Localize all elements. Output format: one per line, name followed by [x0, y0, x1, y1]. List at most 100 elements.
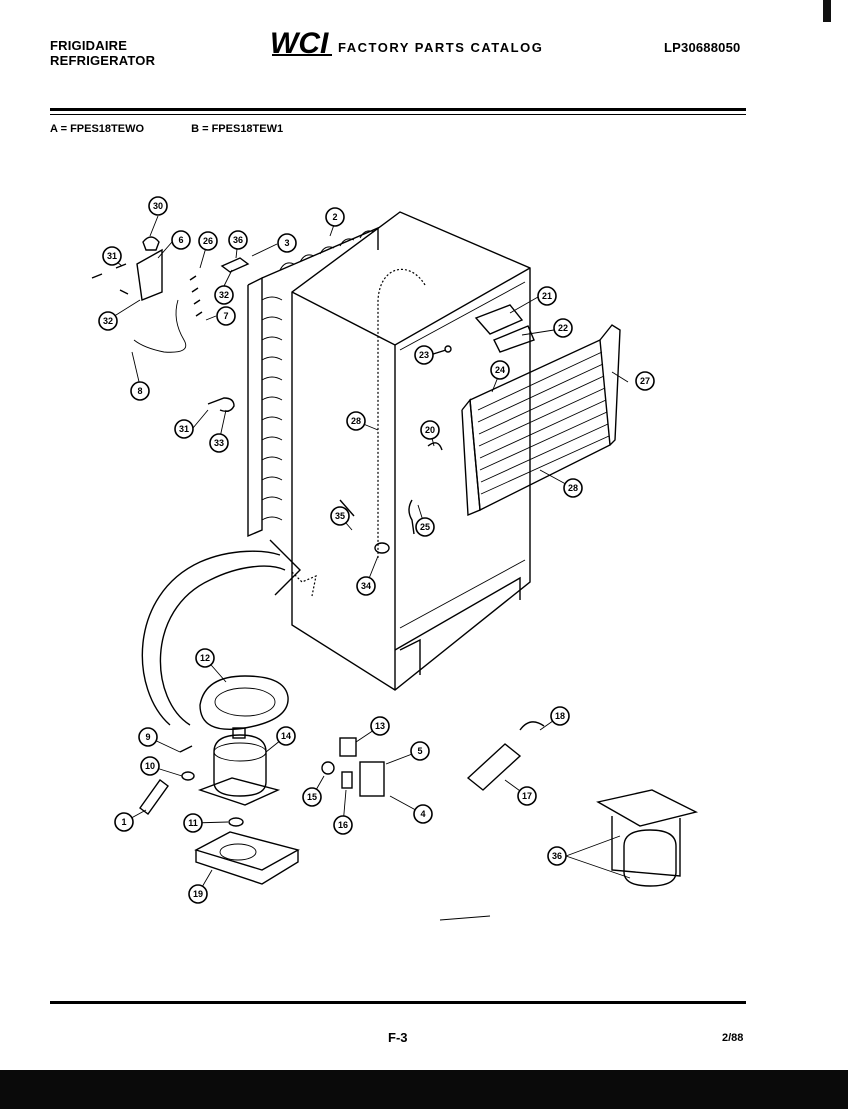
callout-34: 34: [356, 576, 376, 596]
callout-27: 27: [635, 371, 655, 391]
svg-text:2: 2: [332, 212, 337, 222]
compressor-base: [194, 831, 300, 885]
header-rule-thin: [50, 114, 746, 115]
svg-text:36: 36: [233, 235, 243, 245]
evaporator-cover-part: [429, 304, 535, 356]
callout-30: 30: [148, 196, 168, 216]
callout-19: 19: [188, 884, 208, 904]
page-number: F-3: [388, 1030, 408, 1045]
scan-edge-mark: [823, 0, 831, 22]
catalog-date: 2/88: [722, 1032, 744, 1044]
model-legend: A = FPES18TEWO B = FPES18TEW1: [50, 123, 327, 135]
catalog-code: LP30688050: [664, 40, 741, 55]
footer-rule: [50, 1001, 746, 1004]
callout-20: 20: [420, 420, 440, 440]
svg-text:19: 19: [193, 889, 203, 899]
callout-10: 10: [140, 756, 160, 776]
svg-text:24: 24: [495, 365, 505, 375]
fan-bracket: [466, 721, 545, 791]
svg-text:31: 31: [179, 424, 189, 434]
svg-text:28: 28: [568, 483, 578, 493]
svg-text:8: 8: [137, 386, 142, 396]
callout-16: 16: [333, 815, 353, 835]
svg-text:6: 6: [178, 235, 183, 245]
callout-28-right: 28: [563, 478, 583, 498]
callout-31-lower: 31: [174, 419, 194, 439]
callout-15: 15: [302, 787, 322, 807]
callout-11: 11: [183, 813, 203, 833]
brand-block: FRIGIDAIRE REFRIGERATOR: [50, 38, 155, 68]
callout-17: 17: [517, 786, 537, 806]
condenser-coil: [247, 226, 379, 538]
scan-bottom-band: [0, 1070, 848, 1109]
callout-3: 3: [277, 233, 297, 253]
svg-text:32: 32: [103, 316, 113, 326]
callout-26: 26: [198, 231, 218, 251]
svg-text:14: 14: [281, 731, 291, 741]
callout-8: 8: [130, 381, 150, 401]
callout-13: 13: [370, 716, 390, 736]
brand-line-1: FRIGIDAIRE: [50, 38, 128, 53]
svg-text:36: 36: [552, 851, 562, 861]
svg-text:26: 26: [203, 236, 213, 246]
svg-text:31: 31: [107, 251, 117, 261]
callout-32-left: 32: [98, 311, 118, 331]
svg-text:28: 28: [351, 416, 361, 426]
svg-text:35: 35: [335, 511, 345, 521]
model-a: A = FPES18TEWO: [50, 123, 145, 135]
scan-mark: [439, 915, 491, 921]
drain-pan: [199, 675, 289, 730]
wci-logo: WCI: [270, 28, 332, 58]
callout-24: 24: [490, 360, 510, 380]
svg-text:5: 5: [417, 746, 422, 756]
svg-text:22: 22: [558, 323, 568, 333]
drain-pan-arrow: [141, 539, 317, 726]
callout-1: 1: [114, 812, 134, 832]
svg-text:25: 25: [420, 522, 430, 532]
refrigerator-cabinet: [291, 211, 531, 691]
callout-31-top: 31: [102, 246, 122, 266]
callout-6: 6: [171, 230, 191, 250]
svg-text:15: 15: [307, 792, 317, 802]
callout-22: 22: [553, 318, 573, 338]
callout-36-top: 36: [228, 230, 248, 250]
callout-33: 33: [209, 433, 229, 453]
svg-text:9: 9: [145, 732, 150, 742]
svg-text:12: 12: [200, 653, 210, 663]
model-b: B = FPES18TEW1: [191, 123, 284, 135]
callout-4: 4: [413, 804, 433, 824]
svg-text:21: 21: [542, 291, 552, 301]
callout-12: 12: [195, 648, 215, 668]
svg-text:3: 3: [284, 238, 289, 248]
callout-2: 2: [325, 207, 345, 227]
callout-21: 21: [537, 286, 557, 306]
evaporator-assembly: [461, 324, 621, 517]
svg-text:4: 4: [420, 809, 425, 819]
callout-36-bottom: 36: [547, 846, 567, 866]
svg-text:20: 20: [425, 425, 435, 435]
svg-text:34: 34: [361, 581, 371, 591]
callout-23: 23: [414, 345, 434, 365]
callout-14: 14: [276, 726, 296, 746]
svg-text:32: 32: [219, 290, 229, 300]
svg-text:30: 30: [153, 201, 163, 211]
brand-line-2: REFRIGERATOR: [50, 53, 156, 68]
callout-28-left: 28: [346, 411, 366, 431]
svg-text:1: 1: [121, 817, 126, 827]
svg-text:23: 23: [419, 350, 429, 360]
logo-text: WCI: [270, 28, 329, 58]
callout-5: 5: [410, 741, 430, 761]
callout-35: 35: [330, 506, 350, 526]
callout-7: 7: [216, 306, 236, 326]
svg-text:18: 18: [555, 711, 565, 721]
leader-lines: [107, 215, 631, 895]
svg-text:16: 16: [338, 820, 348, 830]
svg-text:27: 27: [640, 376, 650, 386]
svg-text:10: 10: [145, 761, 155, 771]
svg-text:11: 11: [188, 818, 198, 828]
relay-overload: [321, 737, 385, 797]
callout-9: 9: [138, 727, 158, 747]
callout-25: 25: [415, 517, 435, 537]
callout-18: 18: [550, 706, 570, 726]
